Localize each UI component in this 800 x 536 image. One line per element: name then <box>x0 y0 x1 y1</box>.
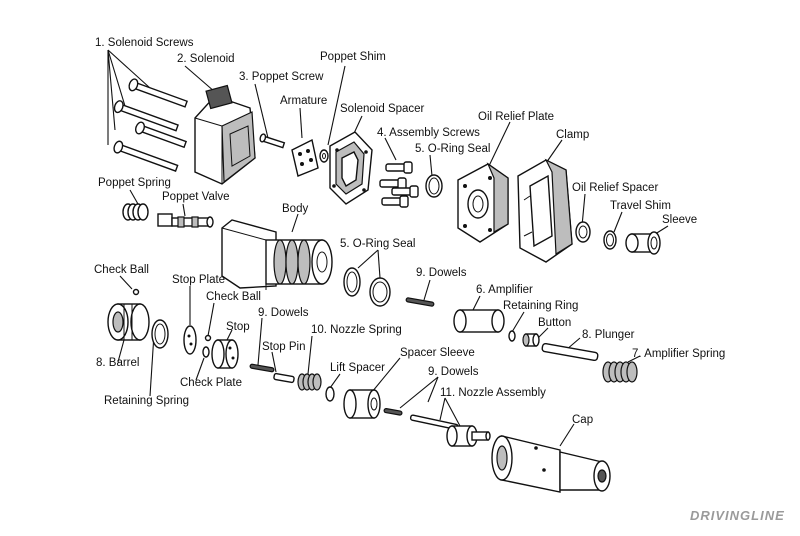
label-sleeve: Sleeve <box>662 214 697 226</box>
label-dowels-mid: 9. Dowels <box>416 267 467 279</box>
label-solenoid: 2. Solenoid <box>177 53 235 65</box>
check-ball-left-part <box>132 288 140 296</box>
label-travel-shim: Travel Shim <box>610 200 671 212</box>
label-cap: Cap <box>572 414 593 426</box>
label-clamp: Clamp <box>556 129 589 141</box>
dowels-low-part <box>383 408 403 416</box>
nozzle-assembly-part <box>409 414 491 447</box>
check-plate-part <box>202 346 210 358</box>
spacer-sleeve-part <box>343 389 381 419</box>
stop-plate-part <box>183 325 197 355</box>
label-nozzle-assembly: 11. Nozzle Assembly <box>440 387 546 399</box>
label-retaining-spring: Retaining Spring <box>104 395 189 407</box>
label-solenoid-spacer: Solenoid Spacer <box>340 103 425 115</box>
label-stop: Stop <box>226 321 250 333</box>
poppet-spring-part <box>122 203 149 221</box>
label-poppet-screw: 3. Poppet Screw <box>239 71 324 83</box>
oil-relief-plate-part <box>457 162 509 243</box>
label-dowels-low: 9. Dowels <box>428 366 479 378</box>
label-oring-seal-mid: 5. O-Ring Seal <box>340 238 415 250</box>
plunger-part <box>541 342 599 362</box>
label-check-plate: Check Plate <box>180 377 242 389</box>
label-button: Button <box>538 317 571 329</box>
label-amplifier-spring: 7. Amplifier Spring <box>632 348 725 360</box>
label-nozzle-spring: 10. Nozzle Spring <box>311 324 402 336</box>
leader-lines <box>107 49 669 447</box>
label-amplifier: 6. Amplifier <box>476 284 533 296</box>
barrel-part <box>107 303 150 341</box>
nozzle-spring-part <box>297 373 322 391</box>
oil-relief-spacer-part <box>575 221 591 243</box>
label-armature: Armature <box>280 95 327 107</box>
label-dowels-left: 9. Dowels <box>258 307 309 319</box>
label-oil-relief-spacer: Oil Relief Spacer <box>572 182 658 194</box>
part-labels: 1. Solenoid Screws 2. Solenoid 3. Poppet… <box>94 37 725 426</box>
solenoid-spacer-part <box>329 131 373 205</box>
retaining-ring-part <box>508 330 516 342</box>
label-poppet-spring: Poppet Spring <box>98 177 171 189</box>
label-solenoid-screws: 1. Solenoid Screws <box>95 37 194 49</box>
label-check-ball-left: Check Ball <box>94 264 149 276</box>
poppet-screw-part <box>259 133 286 149</box>
lift-spacer-part <box>325 386 335 402</box>
assembly-screws-part <box>379 161 419 208</box>
label-stop-pin: Stop Pin <box>262 341 305 353</box>
oring-seal-top-part <box>425 174 443 198</box>
label-stop-plate: Stop Plate <box>172 274 225 286</box>
label-oil-relief-plate: Oil Relief Plate <box>478 111 554 123</box>
cap-part <box>491 435 611 493</box>
dowels-left-part <box>249 363 275 373</box>
solenoid-screws-part <box>113 78 188 172</box>
solenoid-part <box>194 84 256 185</box>
button-part <box>522 333 540 347</box>
poppet-valve-part <box>157 213 214 228</box>
label-lift-spacer: Lift Spacer <box>330 362 385 374</box>
amplifier-part <box>453 309 505 333</box>
armature-part <box>291 138 319 177</box>
travel-shim-part <box>603 230 617 250</box>
label-plunger: 8. Plunger <box>582 329 635 341</box>
check-ball-mid-part <box>204 334 212 342</box>
label-spacer-sleeve: Spacer Sleeve <box>400 347 475 359</box>
retaining-spring-part <box>151 319 169 349</box>
oring-seal-mid-part <box>343 267 391 307</box>
label-check-ball-mid: Check Ball <box>206 291 261 303</box>
sleeve-part <box>625 231 661 255</box>
body-part <box>221 219 333 290</box>
stop-pin-part <box>273 372 295 384</box>
label-retaining-ring: Retaining Ring <box>503 300 578 312</box>
label-poppet-valve: Poppet Valve <box>162 191 230 203</box>
watermark-logo: DRIVINGLINE <box>690 508 785 523</box>
label-barrel: 8. Barrel <box>96 357 139 369</box>
label-assembly-screws: 4. Assembly Screws <box>377 127 480 139</box>
label-body: Body <box>282 203 308 215</box>
label-oring-seal-top: 5. O-Ring Seal <box>415 143 490 155</box>
amplifier-spring-part <box>602 361 638 383</box>
stop-part <box>211 339 239 369</box>
label-poppet-shim: Poppet Shim <box>320 51 386 63</box>
dowels-mid-part <box>405 297 435 307</box>
poppet-shim-part <box>319 149 329 163</box>
clamp-part <box>517 158 573 263</box>
